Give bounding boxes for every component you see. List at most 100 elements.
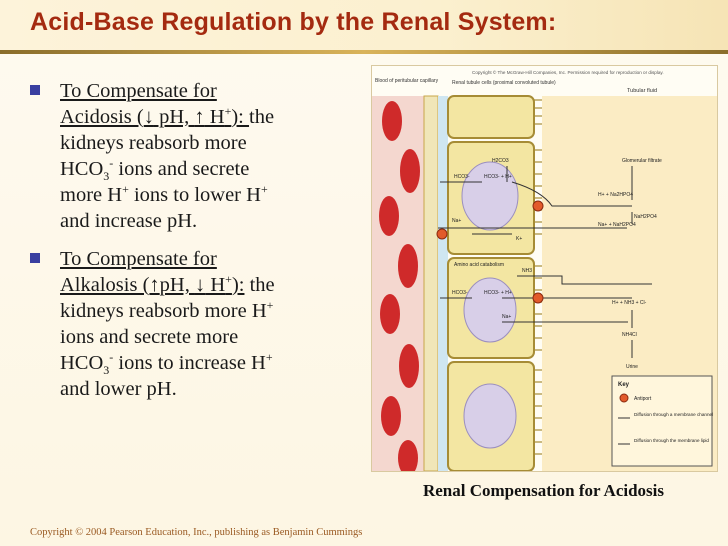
label-amino: Amino acid catabolism xyxy=(454,262,504,268)
key-antiport-icon xyxy=(619,393,629,403)
key-title: Key xyxy=(618,382,630,388)
interstitial-space xyxy=(438,96,448,471)
bullet1-heading-c: H xyxy=(204,106,225,128)
label-hco3-h-2: HCO3- + H+ xyxy=(484,290,512,296)
tubule-cell xyxy=(447,95,535,139)
bullet1-text-4b: ions to lower H xyxy=(128,184,261,206)
bullet2-text-4b: ions to increase H xyxy=(113,352,266,374)
bullet1-text-5: and increase pH. xyxy=(60,210,198,232)
bullet1-sup4: + xyxy=(260,182,268,197)
arrow-line xyxy=(511,181,632,207)
bullet1-heading-d: ): xyxy=(231,106,250,128)
bullet2-sup2: + xyxy=(266,298,274,313)
renal-diagram: Copyright © The McGraw-Hill Companies, I… xyxy=(371,65,718,472)
antiport-icon xyxy=(436,228,448,240)
bullet1-sub: 3 xyxy=(103,169,110,184)
bullet1-sup3: + xyxy=(122,182,129,197)
nucleus xyxy=(463,277,517,343)
key-lipid: Diffusion through the membrane lipid xyxy=(634,438,709,443)
bullet1-sup: + xyxy=(224,104,232,119)
bullet2-heading-a: Alkalosis ( xyxy=(60,274,150,296)
capillary-wall xyxy=(423,95,439,471)
bullet2-heading-d: ): xyxy=(231,274,245,296)
bullet1-heading-line1: To Compensate for xyxy=(60,80,217,102)
red-blood-cell xyxy=(398,440,418,471)
label-hco3-left: HCO3- xyxy=(454,174,470,180)
key-channel: Diffusion through a membrane channel xyxy=(634,412,713,417)
label-glomerular: Glomerular filtrate xyxy=(622,158,662,164)
bullet1-sup2: - xyxy=(109,156,114,171)
label-h-nh3-cl: H+ + NH3 + Cl- xyxy=(612,300,647,306)
bullet1-text-4a: more H xyxy=(60,184,123,206)
down-arrow-icon: ↓ xyxy=(143,106,154,128)
tubule-cells xyxy=(447,95,535,471)
bullet2-heading-line1: To Compensate for xyxy=(60,248,217,270)
bullet1-text-3a: HCO xyxy=(60,158,104,180)
transport-arrows xyxy=(438,166,652,358)
red-blood-cell xyxy=(379,196,399,236)
bullet2-sub: 3 xyxy=(103,363,110,378)
label-nah2po4: NaH2PO4 xyxy=(634,214,657,220)
key-antiport: Antiport xyxy=(634,396,652,402)
bullet2-heading-c: H xyxy=(205,274,226,296)
bullet-square-icon xyxy=(30,253,40,263)
bullet-square-icon xyxy=(30,85,40,95)
nucleus xyxy=(461,161,519,231)
label-na: Na+ xyxy=(452,218,461,224)
red-blood-cell xyxy=(381,396,401,436)
bullet2-text-5: and lower pH. xyxy=(60,378,177,400)
red-blood-cell xyxy=(398,244,418,288)
bullet2-sup3: - xyxy=(109,350,114,365)
antiport-icon xyxy=(532,292,544,304)
bullet2-text-2a: kidneys reabsorb more H xyxy=(60,300,267,322)
bullet2-text-3: ions and secrete more xyxy=(60,326,239,348)
bullet1-text-1: the xyxy=(249,106,275,128)
bullet2-sup: + xyxy=(225,272,232,287)
label-cells: Renal tubule cells (proximal convoluted … xyxy=(452,80,556,86)
label-nh3: NH3 xyxy=(522,268,532,274)
label-hco3-h: HCO3- + H+ xyxy=(484,174,512,180)
bullet2-text-1: the xyxy=(244,274,275,296)
renal-diagram-svg: Copyright © The McGraw-Hill Companies, I… xyxy=(372,69,717,471)
red-blood-cell xyxy=(399,344,419,388)
down-arrow-icon: ↓ xyxy=(194,274,206,296)
up-arrow-icon: ↑ xyxy=(149,274,160,296)
title-rule xyxy=(0,50,728,54)
title-bar: Acid-Base Regulation by the Renal System… xyxy=(0,0,728,54)
bullet1-text-3b: ions and secrete xyxy=(113,158,250,180)
figure-caption: Renal Compensation for Acidosis xyxy=(422,481,664,500)
label-k: K+ xyxy=(516,236,522,242)
label-h-na2hpo4: H+ + Na2HPO4 xyxy=(598,192,633,198)
label-h2co3: H2CO3 xyxy=(492,158,509,164)
red-blood-cell xyxy=(382,101,402,141)
label-nh4cl: NH4Cl xyxy=(622,332,637,338)
red-blood-cell xyxy=(400,149,420,193)
bullet2-sup4: + xyxy=(265,350,273,365)
bullet2-text-4a: HCO xyxy=(60,352,104,374)
nucleus xyxy=(463,383,517,449)
bullet1-heading-b: pH, xyxy=(153,106,195,128)
label-fluid: Tubular fluid xyxy=(627,88,657,94)
antiport-markers xyxy=(436,200,544,304)
antiport-icon xyxy=(532,200,544,212)
label-blood: Blood of peritubular capillary xyxy=(375,78,439,84)
title-band xyxy=(0,0,728,50)
label-urine: Urine xyxy=(626,364,638,370)
label-hco3-2: HCO3- xyxy=(452,290,468,296)
bullet1-heading-a: Acidosis ( xyxy=(60,106,144,128)
up-arrow-icon: ↑ xyxy=(194,106,205,128)
copyright-footer: Copyright © 2004 Pearson Education, Inc.… xyxy=(30,527,363,538)
figure-copyright-note: Copyright © The McGraw-Hill Companies, I… xyxy=(472,69,664,75)
red-blood-cells xyxy=(379,101,420,471)
brush-border xyxy=(534,99,542,455)
arrow-line xyxy=(517,275,652,285)
bullet1-text-2: kidneys reabsorb more xyxy=(60,132,247,154)
slide-title: Acid-Base Regulation by the Renal System… xyxy=(30,8,557,36)
key-box: Key Antiport Diffusion through a membran… xyxy=(611,375,713,467)
label-na-nah2po4: Na+ + NaH2PO4 xyxy=(598,222,636,228)
